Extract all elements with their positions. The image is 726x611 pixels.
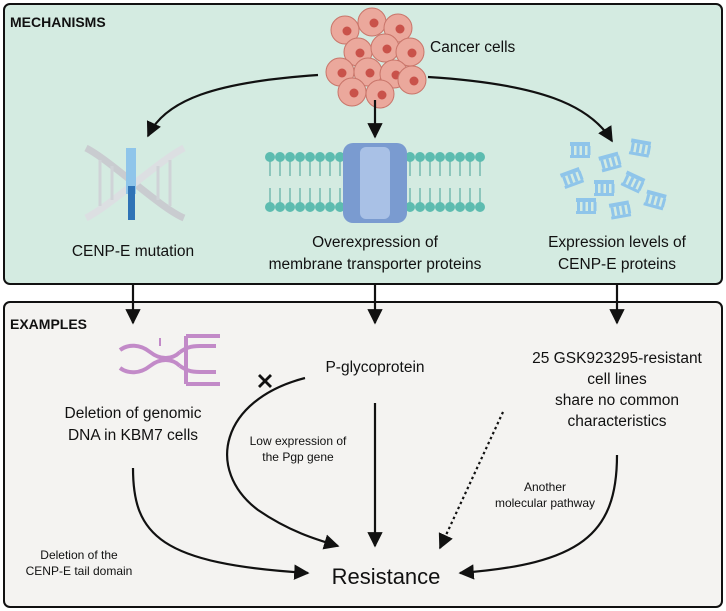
arrow-to-expression xyxy=(427,75,613,143)
cancer-cells-icon xyxy=(325,7,427,109)
membrane-transporter-icon xyxy=(265,143,485,223)
dna-helix-icon xyxy=(84,144,186,222)
chromosome-deletion-icon xyxy=(118,334,220,386)
arrow-deletion-to-resistance xyxy=(131,467,310,580)
resistance-label: Resistance xyxy=(332,564,441,589)
cenp-e-proteins-icon xyxy=(559,138,667,220)
cancer-cells-label: Cancer cells xyxy=(430,39,516,56)
examples-heading: EXAMPLES xyxy=(10,316,87,332)
arrow-pgp-curve xyxy=(226,376,340,550)
p-glycoprotein-label: P-glycoprotein xyxy=(325,359,424,376)
mechanisms-heading: MECHANISMS xyxy=(10,14,106,30)
arrow-celllines-to-resistance xyxy=(458,454,619,580)
inhibition-cross-icon xyxy=(258,374,272,388)
examples-panel xyxy=(3,301,723,608)
mutation-label: CENP-E mutation xyxy=(72,243,194,260)
arrow-to-mutation xyxy=(146,73,319,138)
